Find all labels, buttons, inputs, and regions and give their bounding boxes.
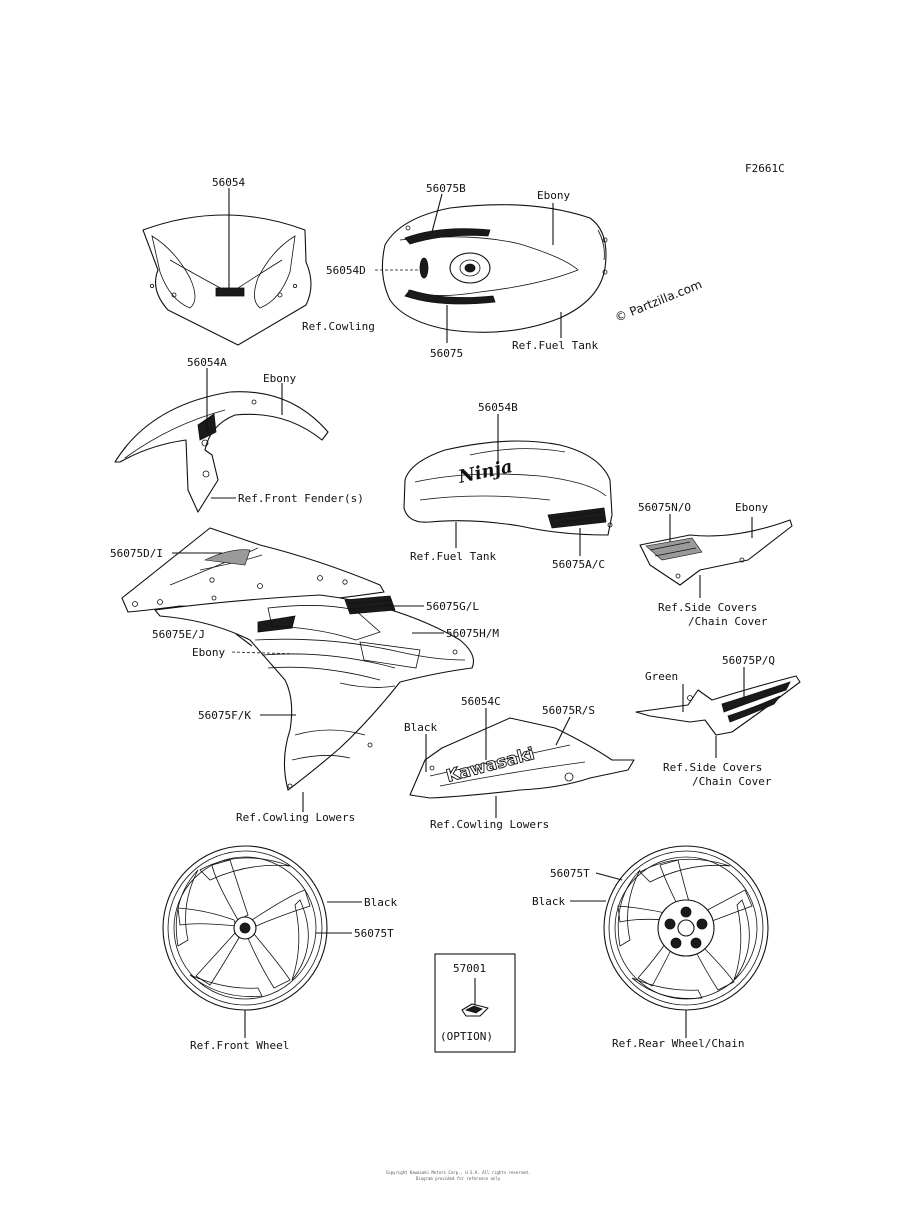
label-option: (OPTION) [440,1030,493,1043]
label-56075FK: 56075F/K [198,709,251,722]
label-ref-side-covers-1: Ref.Side Covers [658,601,757,614]
label-56075: 56075 [430,347,463,360]
windshield-decal [215,287,245,297]
side-cover-green-outline [635,675,801,736]
option-box-group: 57001 (OPTION) [434,953,516,1053]
cowling-lower-black-group: Kawasaki Black 56054C 56075R/S Ref.Cowli… [404,695,635,831]
label-black-front-wheel: Black [364,896,397,909]
tank-top-outline [381,204,607,333]
label-ebony-fender: Ebony [263,372,296,385]
front-fender-group: 56054A Ebony Ref.Front Fender(s) [114,356,364,513]
label-ebony-side: Ebony [735,501,768,514]
label-57001: 57001 [453,962,486,975]
front-wheel-spokes [175,857,311,997]
tank-side-group: Ninja 56054B Ref.Fuel Tank 56075A/C [403,401,613,571]
rear-wheel-group: 56075T Black Ref.Rear Wheel/Chain [532,845,769,1050]
label-56075DI: 56075D/I [110,547,163,560]
label-ref-cowling-lowers-2: Ref.Cowling Lowers [430,818,549,831]
watermark: © Partzilla.com [613,277,704,325]
label-56075PQ: 56075P/Q [722,654,775,667]
label-56075T-front: 56075T [354,927,394,940]
cowling-group: 56075D/I 56075G/L 56075E/J 56075H/M Ebon… [110,527,499,824]
label-black-rear-wheel: Black [532,895,565,908]
tank-top-group: 56075B Ebony 56054D 56075 Ref.Fuel Tank [326,182,608,360]
side-cover-ebony-outline [639,519,793,586]
footer-line-1: Copyright Kawasaki Motors Corp., U.S.A. … [386,1170,531,1175]
label-56054: 56054 [212,176,245,189]
label-ref-side-covers-2: Ref.Side Covers [663,761,762,774]
label-56054D: 56054D [326,264,366,277]
tank-side-outline [403,440,613,536]
label-black-cowling-lower: Black [404,721,437,734]
cowling-side-outline [154,594,475,791]
label-ebony-tank: Ebony [537,189,570,202]
cowling-lower-outline [409,717,635,799]
label-56075HM: 56075H/M [446,627,499,640]
windshield-group: 56054 Ref.Cowling [142,176,375,346]
label-ebony-cowling: Ebony [192,646,225,659]
side-cover-ebony-group: 56075N/O Ebony Ref.Side Covers /Chain Co… [638,501,793,628]
label-56075NO: 56075N/O [638,501,691,514]
label-ref-rear-wheel: Ref.Rear Wheel/Chain [612,1037,744,1050]
label-56075AC: 56075A/C [552,558,605,571]
tank-cap-decal [419,257,429,279]
label-ref-fuel-tank-top: Ref.Fuel Tank [512,339,598,352]
diagram-id: F2661C [745,162,785,175]
rear-wheel-spokes [617,858,753,999]
label-ref-fuel-tank-side: Ref.Fuel Tank [410,550,496,563]
label-ref-cowling-lowers-1: Ref.Cowling Lowers [236,811,355,824]
label-ref-side-covers-2b: /Chain Cover [692,775,772,788]
label-56075T-rear: 56075T [550,867,590,880]
label-ref-front-wheel: Ref.Front Wheel [190,1039,289,1052]
front-wheel-group: Black 56075T Ref.Front Wheel [162,845,397,1052]
label-56075EJ: 56075E/J [152,628,205,641]
footer-line-2: Diagram provided for reference only [416,1176,501,1181]
windshield-outline [142,214,312,346]
label-ref-front-fender: Ref.Front Fender(s) [238,492,364,505]
label-green-side: Green [645,670,678,683]
label-ref-cowling: Ref.Cowling [302,320,375,333]
cowling-upper-outline [121,527,385,613]
label-56054B: 56054B [478,401,518,414]
label-56054C: 56054C [461,695,501,708]
label-ref-side-covers-1b: /Chain Cover [688,615,768,628]
label-56054A: 56054A [187,356,227,369]
label-56075B: 56075B [426,182,466,195]
label-56075RS: 56075R/S [542,704,595,717]
side-cover-green-group: Green 56075P/Q Ref.Side Covers /Chain Co… [635,654,801,788]
label-56075GL: 56075G/L [426,600,479,613]
